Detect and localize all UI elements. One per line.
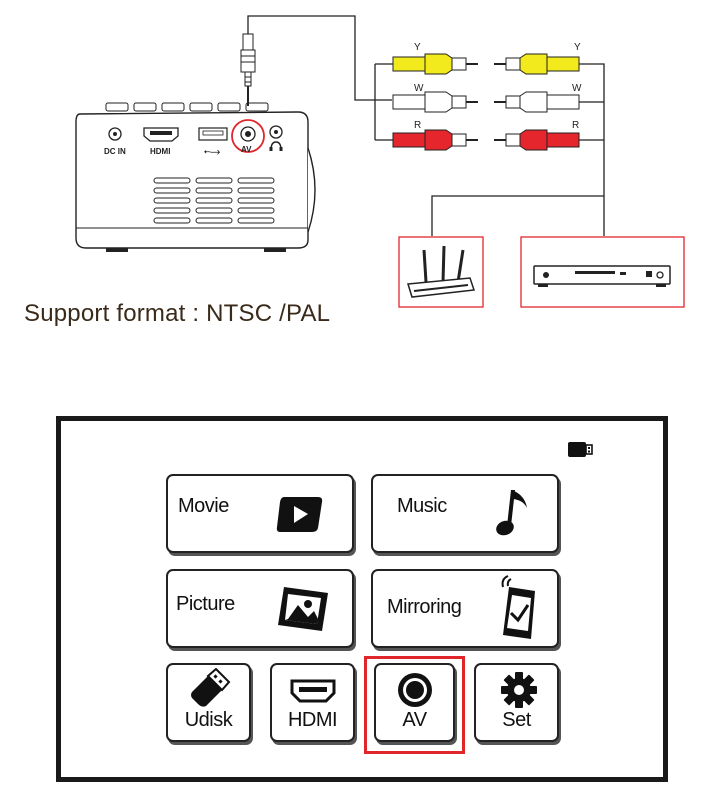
- hdmi-icon: [290, 679, 336, 708]
- rca-plug-red-right: [494, 129, 580, 151]
- rca-plug-yellow-right: [494, 53, 580, 75]
- projector-home-screen: [56, 416, 668, 782]
- tile-udisk-label: Udisk: [184, 709, 233, 731]
- rca-letter-y-left: Y: [414, 42, 421, 53]
- usb-port: ⭠⟶: [198, 127, 228, 156]
- rca-plugs-left: Y W R: [392, 42, 478, 151]
- tile-av[interactable]: AV: [374, 663, 455, 742]
- rca-plug-red-left: [392, 129, 478, 151]
- projector-illustration: DC IN HDMI ⭠⟶ AV: [75, 102, 316, 252]
- tile-picture[interactable]: Picture: [166, 569, 354, 648]
- dvd-player-icon: [533, 265, 671, 287]
- tile-movie-label: Movie: [178, 495, 229, 517]
- tile-music-label: Music: [397, 495, 447, 517]
- av-port: [231, 119, 265, 153]
- tile-udisk[interactable]: Udisk: [166, 663, 251, 742]
- play-icon: [276, 494, 324, 539]
- usb-drive-indicator-icon: [566, 438, 594, 467]
- support-format-text: Support format : NTSC /PAL: [24, 300, 331, 327]
- av-connection-diagram: DC IN HDMI ⭠⟶ AV: [75, 15, 685, 308]
- hdmi-port: [143, 127, 179, 142]
- tile-av-label: AV: [402, 709, 427, 731]
- rca-plug-white-left: [392, 91, 478, 113]
- tile-set-label: Set: [502, 709, 531, 731]
- headphone-port: [269, 125, 283, 151]
- usb-drive-icon: [188, 667, 232, 713]
- rca-letter-r-left: R: [414, 120, 421, 131]
- rca-letter-w-right: W: [572, 83, 582, 94]
- av-selection-highlight: [364, 656, 465, 754]
- rca-letter-r-right: R: [572, 120, 579, 131]
- router-icon: [407, 245, 476, 298]
- tile-set[interactable]: Set: [474, 663, 559, 742]
- picture-icon: [274, 583, 332, 640]
- tile-mirroring[interactable]: Mirroring: [371, 569, 559, 648]
- port-label-hdmi: HDMI: [150, 147, 170, 156]
- tile-movie[interactable]: Movie: [166, 474, 354, 553]
- av-jack-cable: [240, 15, 393, 141]
- music-note-icon: [493, 486, 533, 547]
- rca-plug-white-right: [494, 91, 580, 113]
- gear-icon: [500, 671, 538, 714]
- svg-text:⭠⟶: ⭠⟶: [204, 147, 220, 156]
- phone-mirroring-icon: [495, 573, 541, 648]
- rca-letter-w-left: W: [414, 83, 424, 94]
- av-port-highlight: [231, 119, 265, 153]
- device-cables: [431, 63, 605, 236]
- av-port-icon: [395, 670, 435, 715]
- tile-picture-label: Picture: [176, 593, 235, 615]
- tile-hdmi[interactable]: HDMI: [270, 663, 355, 742]
- rca-plug-yellow-left: [392, 53, 478, 75]
- rca-plugs-right: Y W R: [494, 42, 582, 151]
- port-label-dc-in: DC IN: [104, 147, 126, 156]
- rca-letter-y-right: Y: [574, 42, 581, 53]
- tile-music[interactable]: Music: [371, 474, 559, 553]
- tile-hdmi-label: HDMI: [287, 709, 338, 731]
- port-label-av: AV: [241, 145, 252, 154]
- tile-mirroring-label: Mirroring: [387, 596, 462, 618]
